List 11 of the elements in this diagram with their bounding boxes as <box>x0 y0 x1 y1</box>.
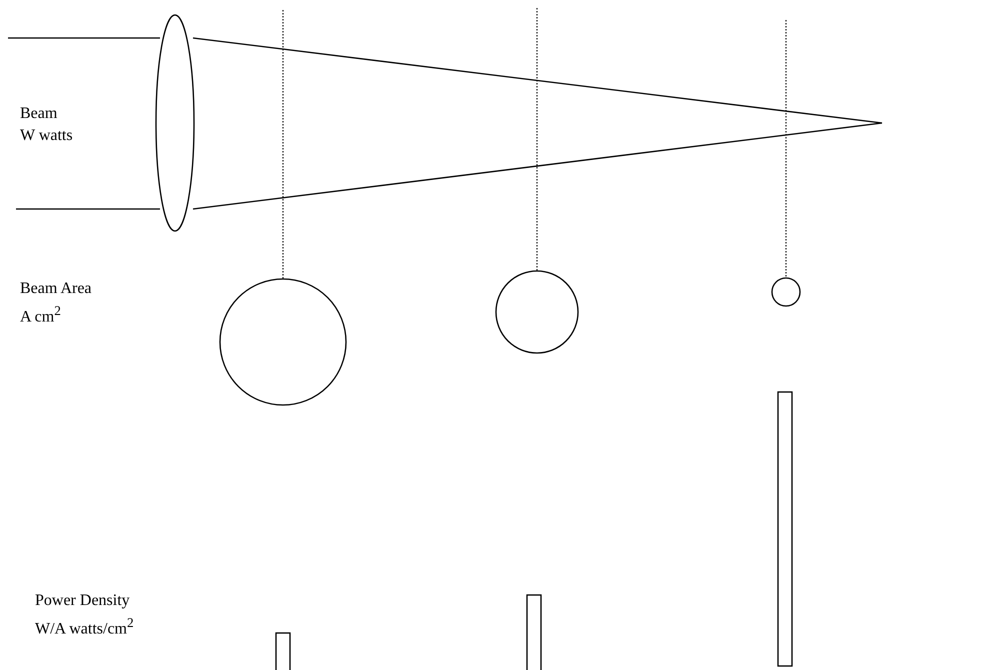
power-density-bar <box>275 632 291 670</box>
beam-spot-circle <box>219 278 347 406</box>
row-label: Beam W watts <box>20 104 73 146</box>
row-label: Beam Area A cm$^{2}$ <box>20 279 92 328</box>
row-label: Power Density W/A watts/cm$^{2}$ <box>35 591 134 640</box>
power-density-bar <box>526 594 542 670</box>
power-density-bar <box>777 391 793 667</box>
dotted-line <box>536 8 538 272</box>
dotted-line <box>282 10 284 280</box>
beam-spot-circle <box>771 277 801 307</box>
beam-spot-circle <box>495 270 579 354</box>
